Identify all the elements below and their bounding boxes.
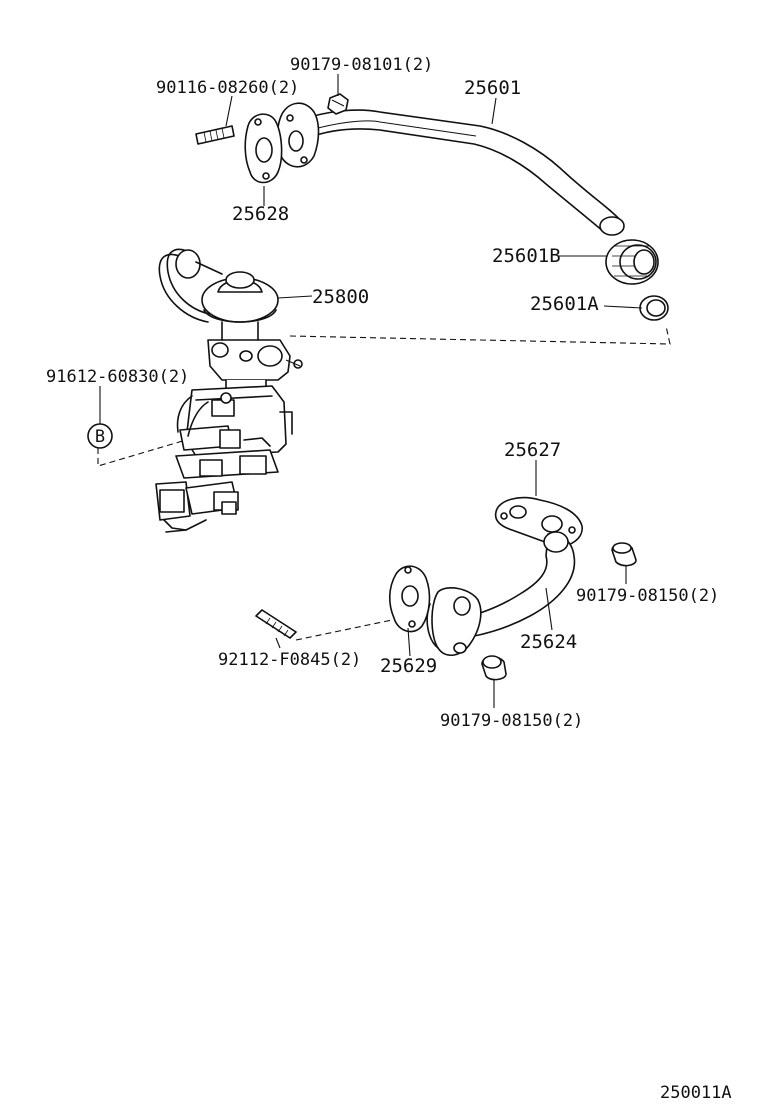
part-25624-egr-pipe[interactable]: [426, 531, 576, 656]
label-25627: 25627: [504, 439, 561, 461]
label-92112-F0845: 92112-F0845(2): [218, 650, 361, 670]
label-25601A: 25601A: [530, 293, 599, 315]
label-90179-08101: 90179-08101(2): [290, 55, 433, 75]
part-90179-08101-nut[interactable]: [327, 93, 349, 115]
part-90116-08260-stud[interactable]: [195, 125, 235, 145]
part-25601-egr-pipe[interactable]: [276, 102, 625, 236]
label-25601: 25601: [464, 77, 521, 99]
label-90116-08260: 90116-08260(2): [156, 78, 299, 98]
label-25629: 25629: [380, 655, 437, 677]
part-25629-gasket[interactable]: [388, 565, 431, 633]
label-25624: 25624: [520, 631, 577, 653]
label-90179-08150-right: 90179-08150(2): [576, 586, 719, 606]
part-25601A-ring[interactable]: [639, 295, 669, 321]
part-25628-gasket[interactable]: [244, 113, 283, 184]
callout-b-letter: B: [95, 427, 105, 447]
part-25800-egr-valve[interactable]: [155, 248, 303, 533]
part-90179-08150-nut-right[interactable]: [611, 542, 637, 567]
part-25601B-union[interactable]: [605, 239, 659, 285]
part-92112-F0845-stud[interactable]: [255, 609, 297, 639]
label-25800: 25800: [312, 286, 369, 308]
label-90179-08150-bottom: 90179-08150(2): [440, 711, 583, 731]
label-25628: 25628: [232, 203, 289, 225]
label-91612-60830: 91612-60830(2): [46, 367, 189, 387]
part-90179-08150-nut-bottom[interactable]: [481, 655, 507, 681]
leader-lines: [97, 74, 671, 708]
callout-b: B: [87, 423, 113, 449]
diagram-code: 250011A: [660, 1083, 732, 1103]
label-25601B: 25601B: [492, 245, 561, 267]
part-25627-gasket[interactable]: [494, 496, 583, 548]
